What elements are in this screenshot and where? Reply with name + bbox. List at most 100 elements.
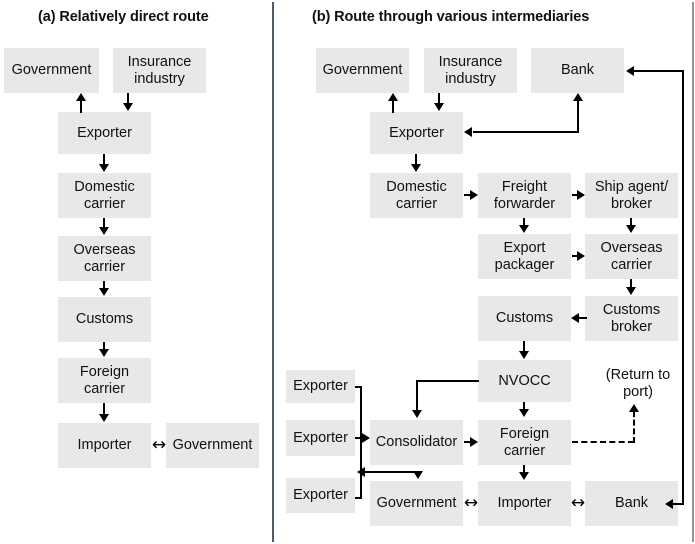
connector-insurance-to-exporter-b — [438, 93, 440, 104]
node-exporter-3-b: Exporter — [286, 478, 355, 513]
connector-customs-to-foreign-a — [103, 342, 105, 351]
connector-return-feedback-horizontal-b — [365, 471, 419, 473]
arrowhead-down — [99, 164, 109, 172]
node-exporter-a: Exporter — [58, 112, 151, 154]
arrowhead-down — [626, 287, 636, 295]
node-line-2: broker — [610, 195, 653, 212]
arrowhead-down — [123, 103, 133, 111]
arrowhead-down — [99, 349, 109, 357]
node-insurance-industry-b: Insurance industry — [424, 48, 517, 93]
connector-customs-to-nvocc-b — [523, 341, 525, 352]
connector-nvocc-to-consolidator-vertical-b — [416, 380, 418, 411]
connector-importer-government-bidirectional-a: ↔ — [151, 434, 167, 455]
arrowhead-up — [629, 404, 639, 412]
node-line-1: Overseas — [73, 241, 136, 258]
panel-divider — [272, 2, 274, 542]
connector-bank-to-exporter-vertical-b — [577, 101, 579, 133]
node-line-1: Freight — [501, 178, 548, 195]
arrowhead-up — [573, 93, 583, 101]
node-customs-b: Customs — [478, 296, 571, 341]
node-ship-agent-broker-b: Ship agent/ broker — [585, 173, 678, 218]
node-foreign-carrier-b: Foreign carrier — [478, 420, 571, 465]
arrowhead-left — [665, 499, 673, 509]
arrowhead-up — [76, 93, 86, 101]
annotation-return-to-port: (Return to port) — [590, 366, 686, 402]
arrowhead-down — [99, 288, 109, 296]
arrowhead-right — [362, 433, 370, 443]
connector-government-importer-bidirectional-b: ↔ — [463, 492, 479, 513]
connector-exporter-to-government-b — [392, 101, 394, 113]
connector-packager-to-overseas-b — [572, 255, 579, 257]
connector-insurance-to-exporter-a — [127, 93, 129, 104]
arrowhead-right — [470, 190, 478, 200]
connector-exporter-1-stub-b — [355, 386, 362, 388]
connector-foreign-to-importer-b — [523, 465, 525, 474]
node-line-2: carrier — [83, 195, 126, 212]
connector-importer-bank-bidirectional-b: ↔ — [570, 492, 586, 513]
arrowhead-down — [519, 351, 529, 359]
arrowhead-down — [519, 225, 529, 233]
connector-bank-to-exporter-horizontal-b — [473, 131, 579, 133]
node-line-1: Foreign — [499, 425, 550, 442]
connector-freight-to-packager-b — [523, 218, 525, 226]
connector-domestic-to-overseas-a — [103, 218, 105, 228]
connector-consolidator-to-foreign-b — [464, 441, 471, 443]
node-line-2: forwarder — [493, 195, 556, 212]
node-insurance-industry-a: Insurance industry — [113, 48, 206, 93]
arrowhead-right — [470, 437, 478, 447]
node-line-2: carrier — [503, 442, 546, 459]
connector-overseas-to-customs-a — [103, 281, 105, 290]
node-line-1: Ship agent/ — [594, 178, 669, 195]
node-line-1: Insurance — [438, 53, 503, 70]
arrowhead-left — [571, 313, 579, 323]
connector-exporter-3-stub-b — [355, 497, 362, 499]
connector-nvocc-to-foreign-b — [523, 402, 525, 410]
node-freight-forwarder-b: Freight forwarder — [478, 173, 571, 218]
node-government-top-a: Government — [4, 48, 99, 93]
connector-exporter-bracket-spine-b — [360, 386, 362, 499]
node-line-1: Export — [503, 239, 546, 256]
connector-exporter-to-domestic-b — [415, 154, 417, 165]
connector-bank-loop-bottom-horizontal-b — [672, 503, 684, 505]
node-bank-bottom-b: Bank — [585, 481, 678, 526]
node-importer-b: Importer — [478, 481, 571, 526]
node-domestic-carrier-b: Domestic carrier — [370, 173, 463, 218]
node-line-2: packager — [494, 256, 555, 273]
node-line-2: carrier — [83, 380, 126, 397]
node-line-1: Customs — [602, 301, 661, 318]
arrowhead-down — [412, 410, 422, 418]
arrowhead-down — [99, 227, 109, 235]
node-line-1: Overseas — [600, 239, 663, 256]
node-government-bottom-b: Government — [370, 481, 463, 526]
node-line-2: broker — [610, 318, 653, 335]
node-customs-broker-b: Customs broker — [585, 296, 678, 341]
arrowhead-left — [464, 127, 472, 137]
node-bank-top-b: Bank — [531, 48, 624, 93]
node-line-1: Domestic — [74, 178, 135, 195]
node-line-2: carrier — [610, 256, 653, 273]
node-overseas-carrier-b: Overseas carrier — [585, 234, 678, 279]
arrowhead-down — [99, 414, 109, 422]
node-overseas-carrier-a: Overseas carrier — [58, 236, 151, 281]
node-exporter-b: Exporter — [370, 112, 463, 154]
connector-return-to-port-dashed-horizontal-b — [572, 441, 634, 443]
connector-customsbroker-to-customs-b — [579, 317, 587, 319]
arrowhead-right — [577, 190, 585, 200]
node-line-2: industry — [445, 70, 496, 87]
connector-exporter-to-government-a — [80, 101, 82, 113]
arrowhead-left — [626, 66, 634, 76]
node-nvocc-b: NVOCC — [478, 360, 571, 402]
arrowhead-left — [357, 467, 365, 477]
node-line-2: carrier — [395, 195, 438, 212]
arrowhead-down — [434, 103, 444, 111]
node-importer-a: Importer — [58, 423, 151, 468]
connector-return-to-port-dashed-vertical-b — [633, 411, 635, 443]
arrowhead-down — [413, 471, 423, 479]
node-exporter-2-b: Exporter — [286, 420, 355, 456]
node-government-bottom-a: Government — [166, 423, 259, 468]
arrowhead-down — [626, 225, 636, 233]
annotation-line-2: port) — [623, 384, 653, 400]
arrowhead-right — [577, 251, 585, 261]
node-domestic-carrier-a: Domestic carrier — [58, 173, 151, 218]
